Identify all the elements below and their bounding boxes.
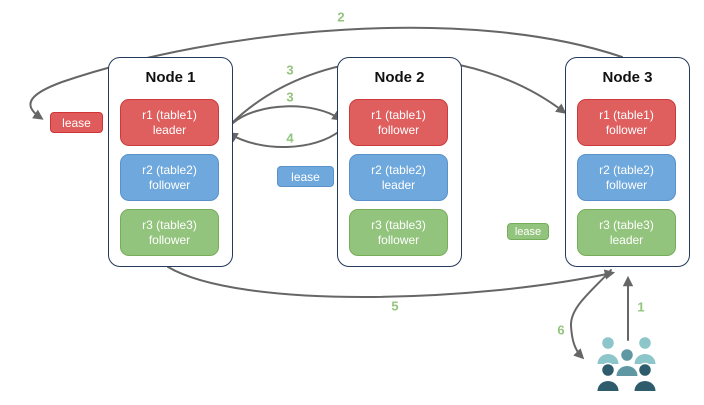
user-front-right-icon <box>634 362 656 391</box>
replica-name: r1 (table1) <box>371 107 426 122</box>
replica-name: r3 (table3) <box>371 217 426 232</box>
replica-name: r3 (table3) <box>142 217 197 232</box>
step-label-6: 6 <box>557 322 565 338</box>
node-1-replica-r1: r1 (table1) leader <box>120 99 219 146</box>
node-3-replica-r2: r2 (table2) follower <box>577 154 676 201</box>
replica-name: r2 (table2) <box>142 162 197 177</box>
arrow-step4-node2-to-node1 <box>227 129 342 148</box>
step-label-4: 4 <box>286 130 294 146</box>
user-back-left-icon <box>597 335 619 364</box>
replica-role: follower <box>605 122 648 137</box>
step-label-5: 5 <box>391 298 399 314</box>
lease-badge-table1: lease <box>50 112 103 133</box>
node-2: Node 2 r1 (table1) follower r2 (table2) … <box>337 57 462 267</box>
replica-role: follower <box>377 122 420 137</box>
step-label-1: 1 <box>637 299 645 315</box>
lease-badge-table2: lease <box>277 166 334 187</box>
step-label-3a: 3 <box>286 62 294 78</box>
node-2-replica-r1: r1 (table1) follower <box>349 99 448 146</box>
node-3-title: Node 3 <box>602 69 653 86</box>
user-middle-icon <box>616 347 638 376</box>
users-group-icon <box>597 335 656 391</box>
step-label-2: 2 <box>337 9 345 25</box>
user-back-right-icon <box>634 335 656 364</box>
node-3-replica-r1: r1 (table1) follower <box>577 99 676 146</box>
replica-role: follower <box>148 232 191 247</box>
replica-name: r1 (table1) <box>142 107 197 122</box>
replica-role: leader <box>609 232 644 247</box>
arrow-step6-node3-to-users <box>569 269 612 360</box>
replica-role: follower <box>148 177 191 192</box>
node-2-replica-r3: r3 (table3) follower <box>349 209 448 256</box>
node-2-replica-r2: r2 (table2) leader <box>349 154 448 201</box>
arrow-step5-node1-to-node3 <box>167 266 616 298</box>
replica-role: leader <box>381 177 416 192</box>
user-front-left-icon <box>597 362 619 391</box>
node-3-replica-r3: r3 (table3) leader <box>577 209 676 256</box>
replica-role: follower <box>377 232 420 247</box>
replica-name: r2 (table2) <box>371 162 426 177</box>
arrow-step2-node3-to-lease1 <box>29 26 623 120</box>
replica-name: r3 (table3) <box>599 217 654 232</box>
arrow-step3-node1-to-node2 <box>232 105 343 124</box>
replica-role: leader <box>152 122 187 137</box>
replica-name: r2 (table2) <box>599 162 654 177</box>
node-1-title: Node 1 <box>145 69 196 86</box>
replica-name: r1 (table1) <box>599 107 654 122</box>
step-label-3b: 3 <box>286 89 294 105</box>
node-2-title: Node 2 <box>374 69 425 86</box>
lease-badge-table3: lease <box>507 223 549 240</box>
node-3: Node 3 r1 (table1) follower r2 (table2) … <box>565 57 690 267</box>
node-1: Node 1 r1 (table1) leader r2 (table2) fo… <box>108 57 233 267</box>
replica-role: follower <box>605 177 648 192</box>
node-1-replica-r3: r3 (table3) follower <box>120 209 219 256</box>
node-1-replica-r2: r2 (table2) follower <box>120 154 219 201</box>
